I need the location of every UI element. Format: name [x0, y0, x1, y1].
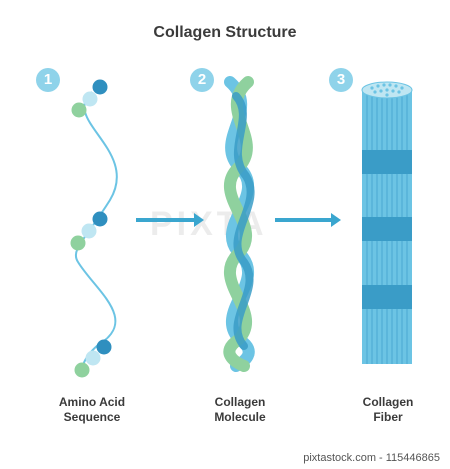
amino-acid-bead — [82, 91, 98, 107]
step-1-label-line2: Sequence — [63, 410, 121, 424]
step-2-badge: 2 — [190, 68, 214, 92]
arrow-right-icon — [275, 213, 341, 227]
amino-acid-bead — [96, 339, 112, 355]
amino-acid-bead — [71, 102, 87, 118]
step-3-label-line1: Collagen — [362, 395, 414, 409]
amino-acid-bead — [81, 223, 97, 239]
step-3-label: Collagen Fiber — [333, 395, 443, 425]
fiber-band — [362, 285, 412, 309]
step-2-label-line2: Molecule — [214, 410, 266, 424]
amino-acid-bead — [74, 362, 90, 378]
page-title: Collagen Structure — [153, 24, 297, 41]
collagen-fiber-bundle — [361, 81, 413, 364]
step-1-label: Amino Acid Sequence — [37, 395, 147, 425]
amino-acid-bead — [70, 235, 86, 251]
amino-acid-chain — [70, 79, 118, 378]
step-1-label-line1: Amino Acid — [58, 395, 126, 409]
amino-acid-bead — [92, 211, 108, 227]
fiber-band — [362, 217, 412, 241]
step-2-label-line1: Collagen — [214, 395, 266, 409]
fiber-band — [362, 150, 412, 174]
step-3-badge: 3 — [329, 68, 353, 92]
step-3-label-line2: Fiber — [373, 410, 403, 424]
collagen-triple-helix — [223, 76, 255, 372]
amino-acid-bead — [85, 350, 101, 366]
footer-bar — [0, 445, 450, 469]
helix-strand-dark — [232, 92, 255, 350]
step-1-badge: 1 — [36, 68, 60, 92]
footer-credit: pixtastock.com - 115446865 — [303, 452, 440, 464]
amino-acid-bead — [92, 79, 108, 95]
arrow-right-icon — [136, 213, 204, 227]
helix-strand-green — [223, 76, 254, 372]
step-2-label: Collagen Molecule — [185, 395, 295, 425]
